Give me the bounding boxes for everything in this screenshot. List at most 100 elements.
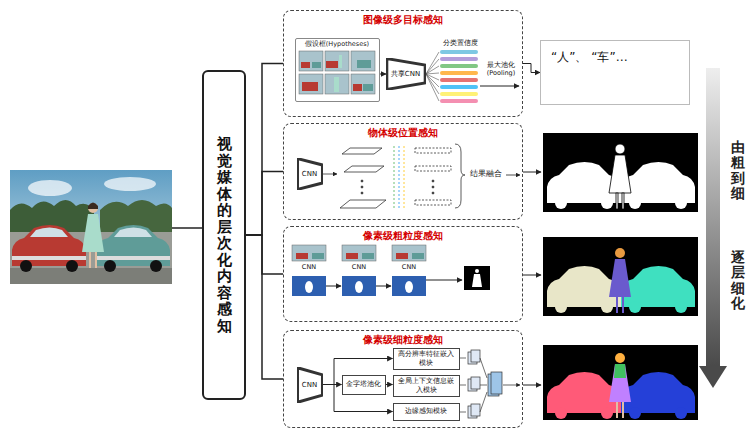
cnn-block: CNN: [297, 158, 323, 190]
photo: [10, 170, 172, 284]
fine-mask-part-part: [621, 372, 695, 413]
hypothesis-frame: 假设框(Hypotheses): [295, 38, 380, 102]
object-mask-part-part: [621, 162, 695, 203]
module-box: 全局上下文信息嵌入模块: [393, 375, 460, 397]
fan-lines-part: [426, 74, 439, 94]
object-mask: [543, 133, 698, 212]
node-text: CNN: [302, 381, 317, 389]
coarse-to-fine-arrow-part: [699, 366, 727, 388]
hypothesis-thumbnails-part-part: [351, 51, 375, 71]
coarse-mask: [543, 237, 698, 316]
photo-part: [12, 225, 86, 266]
result-box: “人”、 “车”…: [540, 40, 690, 105]
hypothesis-thumbnails-part: [325, 74, 349, 94]
stage-panel: 像素级细粒度感知CNN金字塔池化高分辨率特征嵌入模块全局上下文信息嵌入模块边缘感…: [283, 330, 523, 428]
connector: [246, 235, 283, 379]
coarse-to-fine-arrow: [699, 68, 727, 388]
coarse-pipeline-part: [412, 253, 424, 259]
coarse-pipeline: [292, 245, 490, 296]
panel-title: 像素级粗粒度感知: [284, 230, 522, 242]
node-text: 边缘感知模块: [405, 407, 447, 416]
hypothesis-thumbnails-part-part: [353, 84, 362, 91]
hypothesis-thumbnails-part-part: [299, 51, 323, 71]
coarse-pipeline-part: [475, 269, 479, 273]
photo-part-part: [114, 228, 152, 238]
part-label: CNN: [392, 264, 426, 272]
hypothesis-thumbnails-part-part: [325, 74, 349, 94]
trapezoid-outline: [297, 158, 322, 189]
photo-part: [88, 203, 98, 210]
feature-planes-part: [415, 166, 451, 171]
photo-part: [10, 268, 172, 284]
hypothesis-thumbnails-part-part: [334, 77, 339, 92]
photo-part: [96, 225, 170, 272]
coarse-pipeline-part: [392, 245, 426, 261]
fine-features-part: [460, 385, 466, 386]
node-text: “人”、 “车”…: [551, 49, 679, 66]
feature-planes-part: [399, 146, 400, 208]
photo-link: [172, 227, 202, 229]
coarse-pipeline-part: [292, 276, 326, 296]
node-text: 共享CNN: [391, 70, 420, 78]
photo-part: [20, 260, 32, 272]
score-bars-part: [440, 57, 478, 61]
illustration-part: [523, 172, 541, 173]
fine-mask-part-part: [622, 402, 624, 418]
coarse-mask-part: [547, 266, 621, 313]
topic-box: 视觉媒体的层次化内容感知: [202, 70, 246, 400]
feature-planes-part: [432, 180, 434, 182]
fine-mask-part-part: [616, 402, 618, 418]
feature-planes-part: [361, 186, 363, 188]
score-bars-part: [440, 99, 478, 103]
illustration-part: [480, 86, 519, 87]
coarse-pipeline-part: [346, 253, 358, 259]
coarse-pipeline-part: [342, 276, 376, 296]
coarse-pipeline-part: [312, 253, 324, 259]
coarse-mask-part: [621, 266, 695, 313]
stage-panel: 像素级粗粒度感知: [283, 226, 523, 322]
object-mask-part-part: [615, 144, 625, 154]
node-text: 高分辨率特征嵌入模块: [396, 350, 457, 367]
fan-lines-part: [426, 52, 439, 74]
feature-planes-part: [404, 146, 405, 208]
feature-planes-part: [394, 146, 395, 208]
coarse-mask-part-part: [601, 301, 613, 313]
photo-part: [88, 203, 98, 213]
module-box: 高分辨率特征嵌入模块: [393, 348, 460, 370]
hypothesis-thumbnails-part: [299, 51, 323, 71]
object-mask-part-part: [629, 197, 641, 209]
photo-part: [104, 177, 156, 191]
object-mask-part: [543, 133, 698, 212]
feature-planes-part: [415, 200, 451, 205]
feature-planes-part: [361, 180, 363, 182]
connector: [246, 235, 283, 274]
fine-features-part: [480, 385, 487, 386]
node-text: 金字塔池化: [346, 380, 381, 389]
coarse-mask-part-part: [615, 248, 625, 258]
coarse-pipeline-part: [342, 245, 376, 261]
feature-planes-part: [455, 144, 465, 208]
module-box: 金字塔池化: [342, 375, 386, 395]
fan-lines-part: [426, 74, 439, 101]
coarse-mask-part-part: [621, 266, 695, 307]
fine-features-part: [460, 358, 466, 359]
fan-lines-part: [426, 74, 439, 87]
photo-part-part: [104, 260, 116, 272]
fine-mask-part: [543, 345, 698, 420]
connector: [523, 64, 540, 73]
coarse-mask-part-part: [555, 301, 567, 313]
connector: [246, 172, 283, 236]
fan-lines-part: [426, 73, 439, 74]
photo-part: [95, 252, 97, 268]
cnn-block: CNN: [297, 367, 323, 403]
score-bars-part: [440, 50, 478, 54]
fine-mask-part-part: [601, 407, 613, 419]
hypothesis-thumbnails-part: [299, 74, 323, 94]
fine-mask-part-part: [609, 364, 631, 402]
feature-planes-part: [415, 148, 451, 153]
coarse-pipeline-part: [396, 253, 408, 259]
fine-mask-part-part: [547, 372, 621, 413]
fine-features-part: [480, 392, 487, 412]
direction-label: 由粗到细: [731, 140, 745, 202]
coarse-pipeline-part: [405, 281, 413, 293]
